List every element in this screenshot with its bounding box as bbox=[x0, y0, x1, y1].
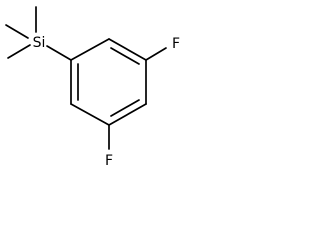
f-top-bond bbox=[145, 47, 167, 61]
ring-bond-5 bbox=[70, 103, 110, 126]
ring-double-bond-inner-2 bbox=[110, 99, 140, 117]
ring-double-bond-inner-1 bbox=[110, 47, 140, 65]
structure-diagram: Si F F bbox=[5, 6, 180, 169]
si-aryl-bond bbox=[46, 45, 72, 61]
si-methyl-bond-upleft bbox=[5, 24, 29, 39]
atom-label-fluorine-bottom: F bbox=[105, 153, 113, 169]
ring-bond-2 bbox=[108, 38, 147, 61]
ring-bond-4 bbox=[108, 103, 147, 126]
atom-label-silicon: Si bbox=[33, 35, 46, 51]
atom-label-fluorine-top: F bbox=[172, 36, 180, 52]
ring-bond-1 bbox=[70, 38, 110, 61]
si-methyl-bond-left bbox=[7, 44, 31, 59]
